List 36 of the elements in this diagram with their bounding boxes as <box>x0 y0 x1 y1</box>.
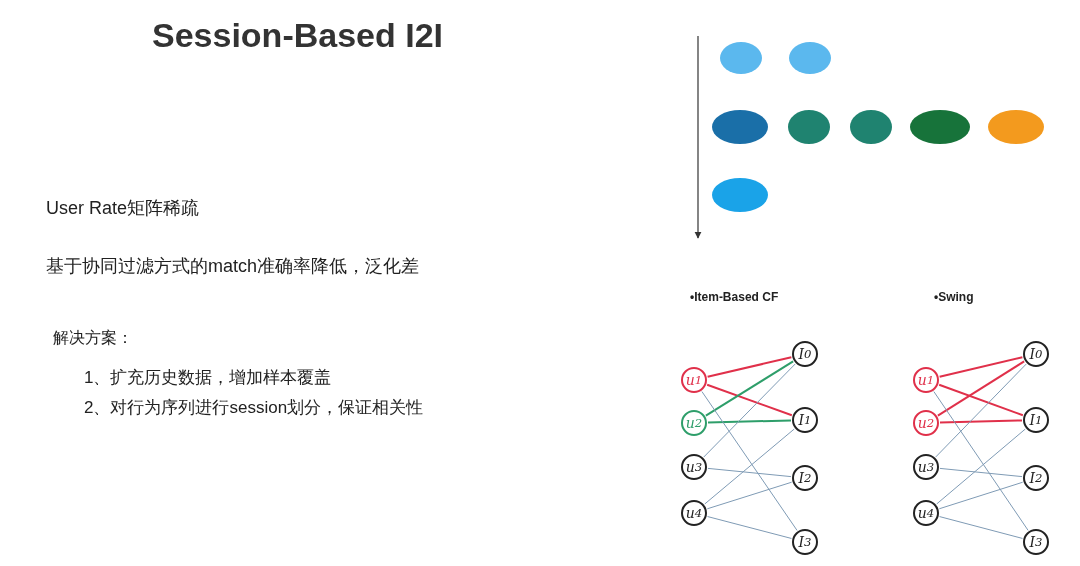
connector-line <box>939 467 1023 478</box>
connector-line <box>936 428 1026 505</box>
connector-line <box>704 360 795 417</box>
connector-line <box>938 356 1024 378</box>
connector-line <box>938 383 1024 417</box>
ellipse-node <box>910 110 970 144</box>
ellipse-node <box>712 110 768 144</box>
graph-title: •Swing <box>934 290 974 304</box>
ellipse-node <box>850 110 892 144</box>
connector-line <box>939 516 1023 539</box>
list-item: 1、扩充历史数据，增加样本覆盖 <box>84 367 332 389</box>
ellipse-node <box>712 178 768 212</box>
slide-title: Session-Based I2I <box>152 16 443 55</box>
ellipse-node <box>988 110 1044 144</box>
connector-line <box>704 428 795 505</box>
connector-line <box>706 481 793 510</box>
connector-line <box>706 356 793 378</box>
connector-line <box>706 383 793 417</box>
list-item: 2、对行为序列进行session划分，保证相关性 <box>84 397 424 419</box>
connector-line <box>703 363 796 458</box>
connector-line <box>707 516 792 539</box>
connector-line <box>935 363 1027 458</box>
connector-line <box>939 419 1023 424</box>
connector-line <box>936 360 1026 417</box>
problem-text: 基于协同过滤方式的match准确率降低，泛化差 <box>46 255 420 278</box>
ellipse-node <box>788 110 830 144</box>
graph-title: •Item-Based CF <box>690 290 779 304</box>
connector-line <box>938 481 1024 510</box>
problem-text: User Rate矩阵稀疏 <box>46 197 200 220</box>
heading-text: 解决方案： <box>53 328 133 348</box>
connector-line <box>707 419 792 424</box>
connector-line <box>701 391 798 531</box>
ellipse-node <box>720 42 762 74</box>
connector-line <box>933 391 1029 531</box>
ellipse-node <box>789 42 831 74</box>
connector-line <box>707 467 792 478</box>
